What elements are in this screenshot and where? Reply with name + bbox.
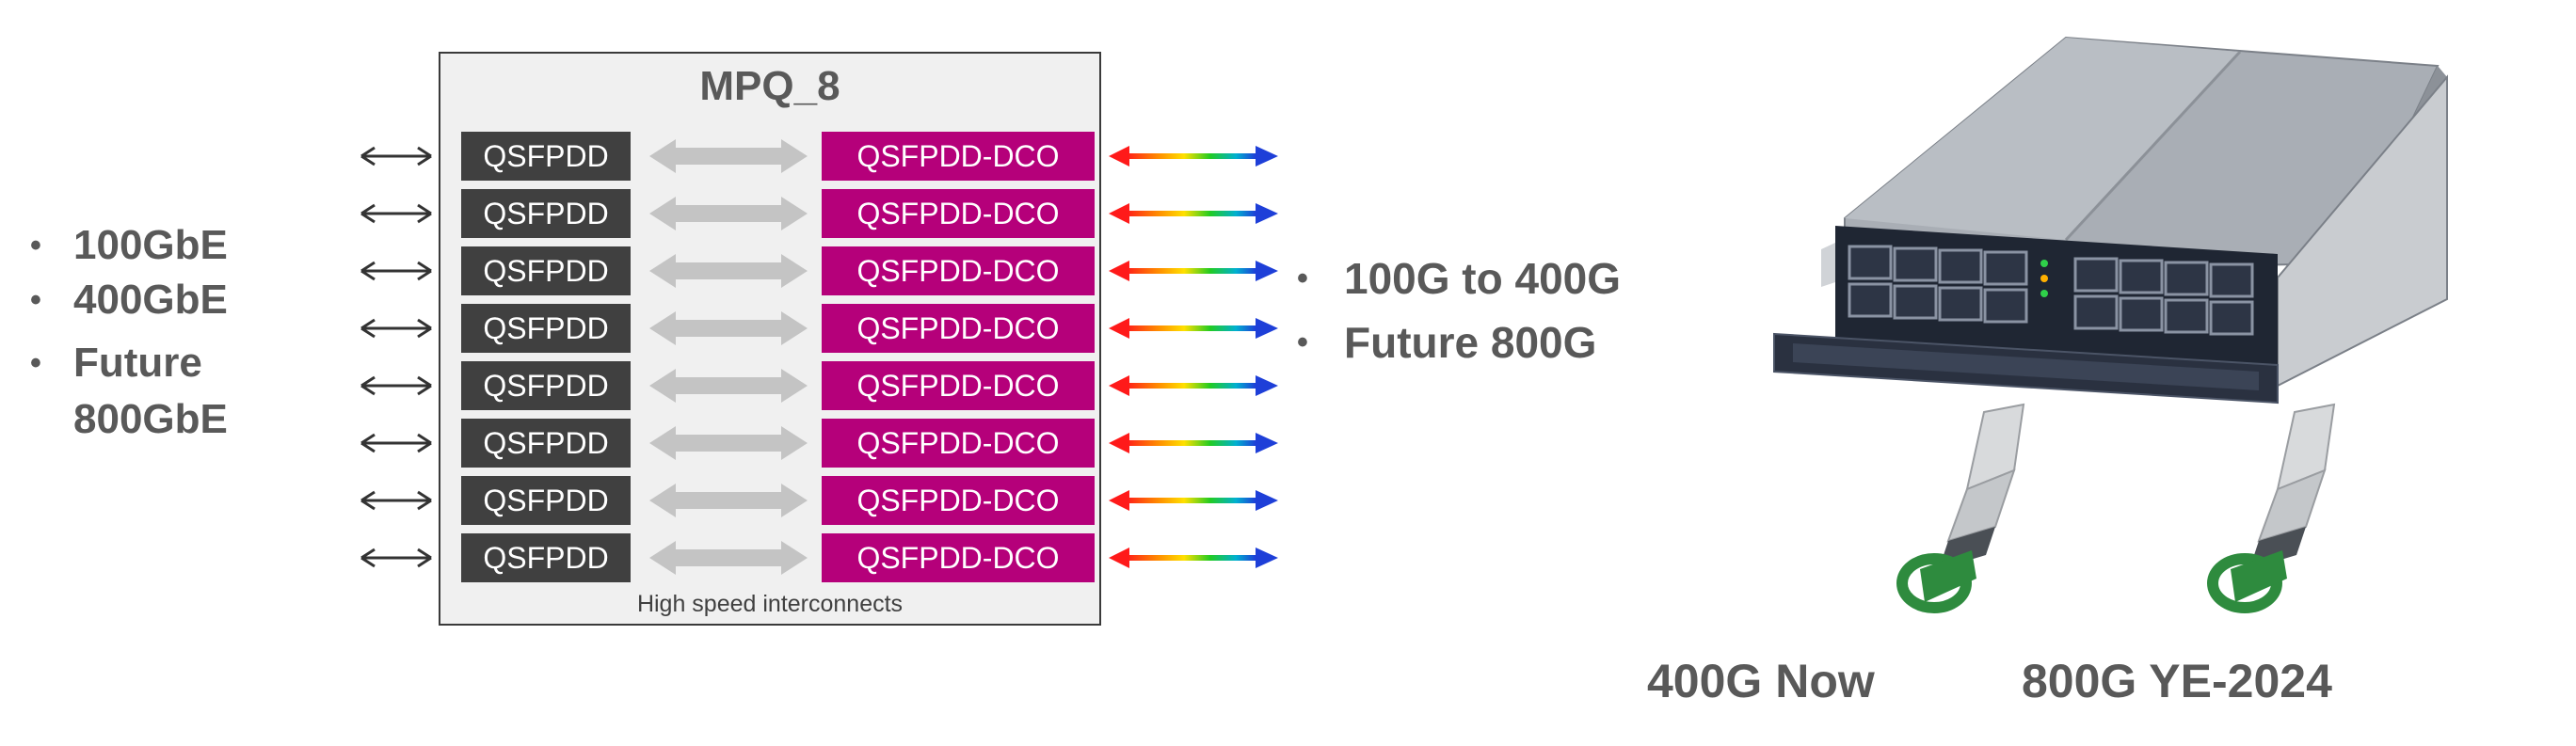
qsfpdd-port-label: QSFPDD: [461, 476, 631, 525]
client-double-arrow: [360, 433, 432, 453]
line-rate-item: Future 800G: [1297, 313, 1626, 372]
interconnect-double-arrow: [649, 426, 808, 460]
qsfpdd-port-label: QSFPDD: [461, 304, 631, 353]
line-rate-item: 100G to 400G: [1297, 249, 1626, 308]
client-double-arrow: [360, 548, 432, 568]
optical-line: [1126, 325, 1256, 331]
qsfpdd-dco-port-label: QSFPDD-DCO: [822, 361, 1095, 410]
client-rate-item: 400GbE: [26, 273, 299, 327]
optical-arrowhead-left: [1109, 375, 1129, 396]
interconnect-double-arrow: [649, 484, 808, 517]
qsfpdd-dco-port-label: QSFPDD-DCO: [822, 132, 1095, 181]
optical-arrowhead-right: [1256, 548, 1278, 568]
optical-arrowhead-right: [1256, 203, 1278, 224]
qsfpdd-port-label: QSFPDD: [461, 132, 631, 181]
optical-line: [1126, 383, 1256, 389]
line-rates-list: 100G to 400G Future 800G: [1297, 249, 1626, 377]
optical-line: [1126, 498, 1256, 503]
qsfpdd-dco-port-label: QSFPDD-DCO: [822, 533, 1095, 582]
optical-line: [1126, 268, 1256, 274]
optical-arrowhead-left: [1109, 490, 1129, 511]
optical-arrowhead-right: [1256, 261, 1278, 281]
qsfpdd-port-label: QSFPDD: [461, 419, 631, 468]
module-caption-400g: 400G Now: [1647, 655, 1875, 707]
interconnect-double-arrow: [649, 369, 808, 403]
module-400g: [1896, 403, 2025, 613]
optical-arrowhead-right: [1256, 146, 1278, 167]
client-double-arrow: [360, 203, 432, 224]
client-rate-item: Future 800GbE: [26, 335, 299, 448]
qsfpdd-dco-port-label: QSFPDD-DCO: [822, 246, 1095, 295]
module-caption-800g: 800G YE-2024: [2022, 655, 2332, 707]
qsfpdd-dco-port-label: QSFPDD-DCO: [822, 304, 1095, 353]
optical-arrowhead-left: [1109, 318, 1129, 339]
interconnect-double-arrow: [649, 311, 808, 345]
optical-arrowhead-right: [1256, 318, 1278, 339]
optical-arrowhead-left: [1109, 433, 1129, 453]
optical-arrowhead-left: [1109, 203, 1129, 224]
optical-arrowhead-right: [1256, 433, 1278, 453]
client-rate-item: 100GbE: [26, 218, 299, 273]
client-double-arrow: [360, 146, 432, 167]
mpq-title: MPQ_8: [699, 63, 840, 109]
module-800g: [2207, 403, 2336, 613]
optical-line: [1126, 555, 1256, 561]
client-double-arrow: [360, 490, 432, 511]
qsfpdd-port-label: QSFPDD: [461, 189, 631, 238]
optical-line: [1126, 211, 1256, 216]
interconnect-double-arrow: [649, 139, 808, 173]
client-double-arrow: [360, 375, 432, 396]
qsfpdd-port-label: QSFPDD: [461, 533, 631, 582]
optical-arrowhead-left: [1109, 146, 1129, 167]
qsfpdd-port-label: QSFPDD: [461, 246, 631, 295]
optical-line: [1126, 440, 1256, 446]
client-double-arrow: [360, 261, 432, 281]
client-double-arrow: [360, 318, 432, 339]
optical-arrowhead-left: [1109, 261, 1129, 281]
client-rates-list: 100GbE 400GbE Future 800GbE: [26, 218, 299, 448]
qsfpdd-dco-port-label: QSFPDD-DCO: [822, 476, 1095, 525]
qsfpdd-dco-port-label: QSFPDD-DCO: [822, 189, 1095, 238]
optical-arrowhead-left: [1109, 548, 1129, 568]
optical-arrowhead-right: [1256, 490, 1278, 511]
mpq-caption: High speed interconnects: [636, 591, 904, 617]
qsfpdd-port-label: QSFPDD: [461, 361, 631, 410]
optical-line: [1126, 153, 1256, 159]
interconnect-double-arrow: [649, 254, 808, 288]
interconnect-double-arrow: [649, 197, 808, 230]
optical-arrowhead-right: [1256, 375, 1278, 396]
interconnect-double-arrow: [649, 541, 808, 575]
qsfpdd-dco-port-label: QSFPDD-DCO: [822, 419, 1095, 468]
